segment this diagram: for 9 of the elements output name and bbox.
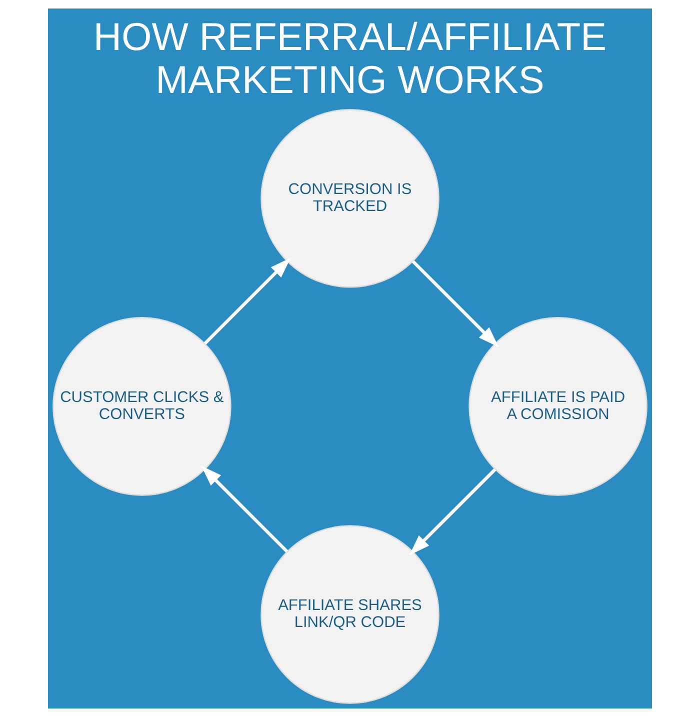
node-circle: AFFILIATE SHARES LINK/QR CODE (260, 525, 440, 704)
arrow (201, 466, 288, 553)
arrow (412, 260, 499, 348)
node-circle: CONVERSION IS TRACKED (260, 108, 440, 288)
node-circle: AFFILIATE IS PAID A COMISSION (468, 317, 648, 496)
arrow (409, 468, 496, 556)
arrow (204, 258, 291, 345)
node-circle: CUSTOMER CLICKS & CONVERTS (52, 317, 232, 496)
diagram-title: HOW REFERRAL/AFFILIATE MARKETING WORKS (93, 16, 607, 102)
